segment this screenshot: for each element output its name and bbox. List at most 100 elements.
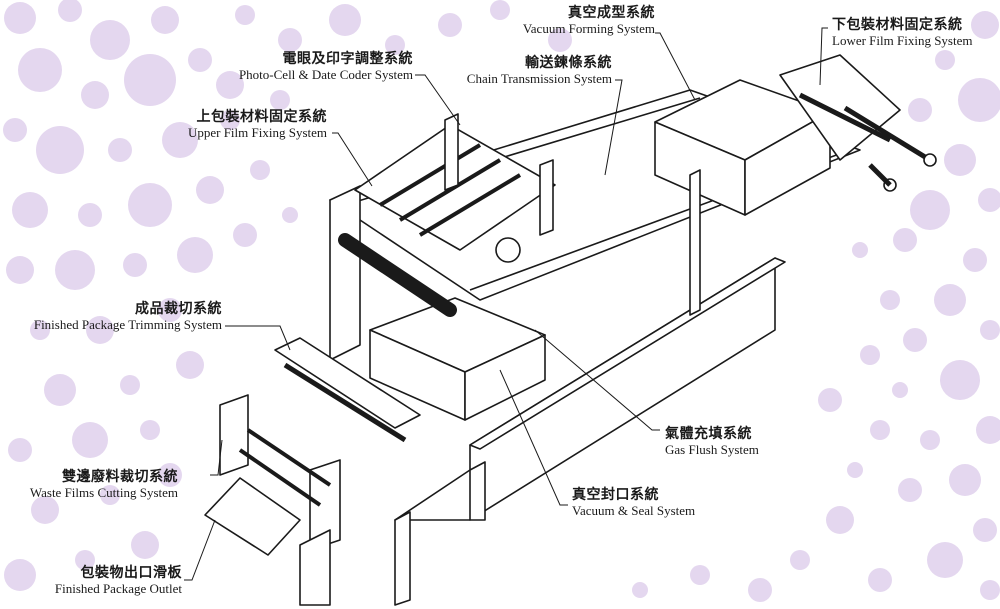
label-zh: 成品裁切系統 bbox=[135, 301, 222, 317]
bubble bbox=[3, 118, 27, 142]
label-waste-films: 雙邊廢料裁切系統 Waste Films Cutting System bbox=[29, 469, 178, 500]
bubble bbox=[18, 48, 62, 92]
leader-lower-film bbox=[819, 27, 828, 86]
leader-upper-film bbox=[332, 132, 373, 187]
bubble bbox=[250, 160, 270, 180]
bubble bbox=[188, 48, 212, 72]
label-photo-cell: 電眼及印字調整系統 Photo-Cell & Date Coder System bbox=[238, 51, 413, 82]
label-lower-film: 下包裝材料固定系統 Lower Film Fixing System bbox=[832, 17, 972, 48]
bubble bbox=[8, 438, 32, 462]
bubble bbox=[4, 2, 36, 34]
bubble bbox=[30, 320, 50, 340]
bubble bbox=[870, 420, 890, 440]
bubble bbox=[868, 568, 892, 592]
leader-vacuum-forming bbox=[655, 32, 696, 101]
bubble bbox=[880, 290, 900, 310]
bubble bbox=[196, 176, 224, 204]
bubble bbox=[278, 28, 302, 52]
label-zh: 真空封口系統 bbox=[572, 487, 659, 503]
bubble bbox=[75, 550, 95, 570]
bubble bbox=[131, 531, 159, 559]
bubble bbox=[690, 565, 710, 585]
bubble bbox=[908, 98, 932, 122]
label-en: Finished Package Outlet bbox=[54, 580, 182, 596]
bubble bbox=[847, 462, 863, 478]
leader-outlet bbox=[184, 519, 216, 581]
bubble bbox=[162, 122, 198, 158]
bubble bbox=[385, 35, 405, 55]
label-zh: 電眼及印字調整系統 bbox=[282, 51, 413, 67]
label-zh: 下包裝材料固定系統 bbox=[832, 17, 963, 33]
label-chain: 輸送鍊條系統 Chain Transmission System bbox=[467, 55, 612, 86]
bubble bbox=[973, 518, 997, 542]
bubble bbox=[158, 463, 182, 487]
bubble bbox=[903, 328, 927, 352]
lower-film-frame bbox=[779, 54, 901, 161]
bubble bbox=[927, 542, 963, 578]
bubble bbox=[90, 20, 130, 60]
label-zh: 包裝物出口滑板 bbox=[80, 565, 182, 581]
bubble bbox=[438, 13, 462, 37]
label-zh: 上包裝材料固定系統 bbox=[196, 109, 327, 125]
bubble bbox=[826, 506, 854, 534]
seal-box-side bbox=[464, 334, 546, 421]
bubble bbox=[176, 351, 204, 379]
label-zh: 真空成型系統 bbox=[568, 5, 655, 21]
label-en: Vacuum & Seal System bbox=[572, 502, 696, 518]
bubble bbox=[980, 320, 1000, 340]
bubble bbox=[632, 582, 648, 598]
forming-box-side bbox=[744, 111, 831, 216]
left-side-panel bbox=[329, 185, 361, 361]
leader-waste-films bbox=[210, 439, 223, 476]
bubble bbox=[818, 388, 842, 412]
label-upper-film: 上包裝材料固定系統 Upper Film Fixing System bbox=[188, 109, 327, 140]
bubble bbox=[940, 360, 980, 400]
bubble bbox=[177, 237, 213, 273]
bubble bbox=[490, 0, 510, 20]
bubble bbox=[920, 430, 940, 450]
bubble bbox=[55, 250, 95, 290]
bubble bbox=[31, 496, 59, 524]
bubble bbox=[86, 316, 114, 344]
bubble bbox=[935, 50, 955, 70]
leader-chain bbox=[604, 79, 623, 176]
label-vacuum-forming: 真空成型系統 Vacuum Forming System bbox=[523, 5, 655, 36]
bubble bbox=[958, 78, 1000, 122]
bubble bbox=[6, 256, 34, 284]
bubble bbox=[124, 54, 176, 106]
bubble bbox=[58, 0, 82, 22]
bubble bbox=[120, 375, 140, 395]
bubble bbox=[934, 284, 966, 316]
bubble bbox=[151, 6, 179, 34]
bubble bbox=[980, 580, 1000, 600]
outlet-plate bbox=[204, 477, 301, 556]
bubble bbox=[78, 203, 102, 227]
label-zh: 輸送鍊條系統 bbox=[525, 55, 612, 71]
bubble bbox=[72, 422, 108, 458]
bubble bbox=[4, 559, 36, 591]
bubble bbox=[44, 374, 76, 406]
bubble bbox=[910, 190, 950, 230]
bubble bbox=[892, 382, 908, 398]
bubble bbox=[123, 253, 147, 277]
label-zh: 雙邊廢料裁切系統 bbox=[62, 469, 178, 485]
bubble bbox=[216, 71, 244, 99]
base-frame-top bbox=[469, 257, 786, 450]
leader-vacuum-seal bbox=[499, 369, 568, 506]
bubble bbox=[108, 138, 132, 162]
bubble bbox=[978, 188, 1000, 212]
leader-trimming bbox=[225, 325, 291, 351]
bubble bbox=[12, 192, 48, 228]
leader-gas-flush bbox=[534, 329, 660, 431]
label-en: Waste Films Cutting System bbox=[29, 484, 178, 500]
label-en: Photo-Cell & Date Coder System bbox=[238, 66, 413, 82]
label-en: Finished Package Trimming System bbox=[33, 316, 222, 332]
bubble bbox=[329, 4, 361, 36]
label-zh: 氣體充填系統 bbox=[665, 426, 752, 442]
bubble bbox=[976, 416, 1000, 444]
bubble bbox=[233, 223, 257, 247]
label-gas-flush: 氣體充填系統 Gas Flush System bbox=[665, 426, 759, 457]
